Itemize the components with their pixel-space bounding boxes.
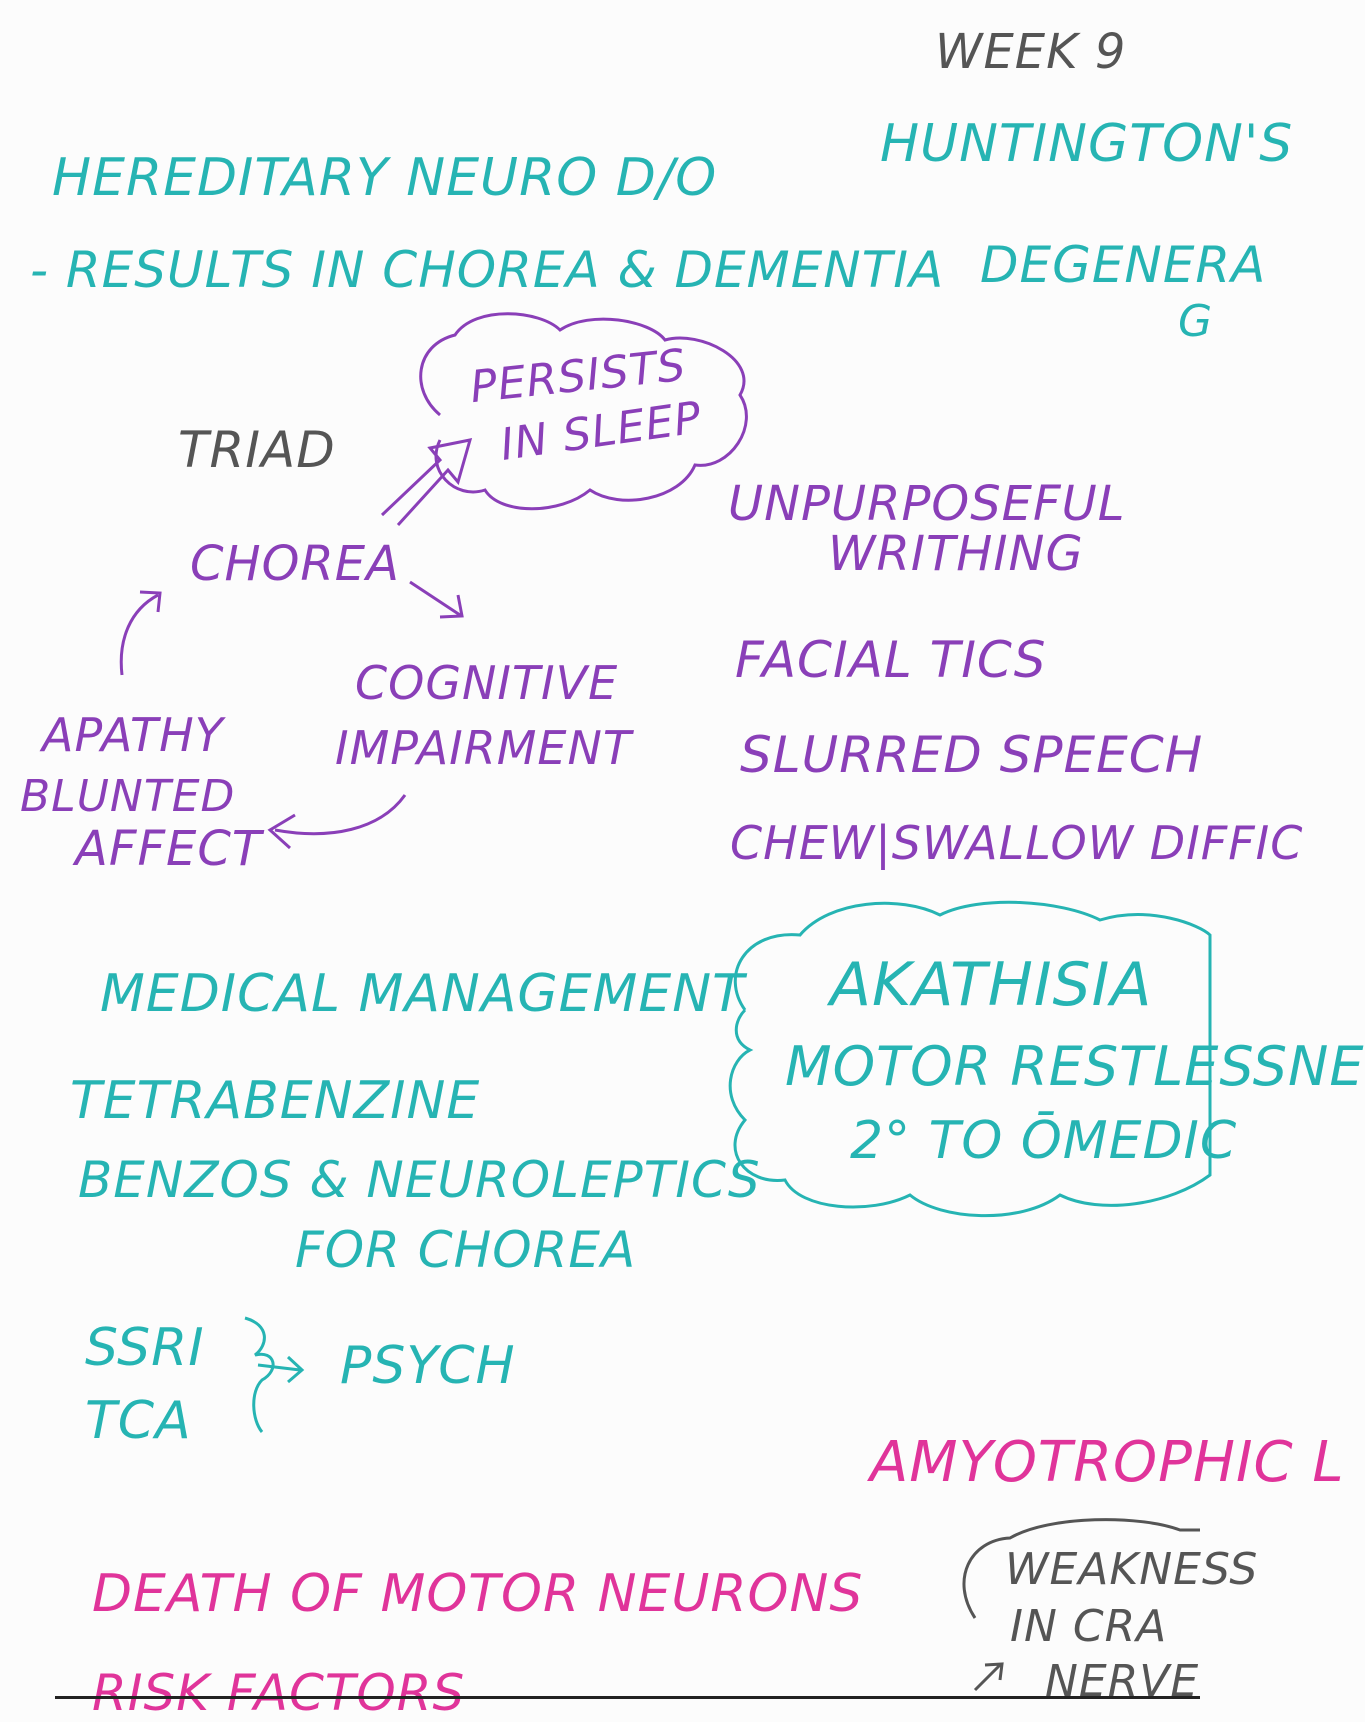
triad-chorea: CHOREA [190, 536, 400, 592]
weakness-line-2: IN CRA [1010, 1601, 1168, 1652]
ssri-tca-arrow [244, 1316, 305, 1433]
intro-line-2: - RESULTS IN CHOREA & DEMENTIA [30, 241, 945, 299]
akathisia-line-1: MOTOR RESTLESSNE [785, 1035, 1365, 1098]
weakness-line-1: WEAKNESS [1005, 1544, 1259, 1595]
triad-affect: AFFECT [75, 821, 263, 877]
triad-apathy: APATHY [42, 708, 224, 762]
akathisia-cloud-shape [728, 900, 1212, 1218]
drug-for-chorea: FOR CHOREA [295, 1221, 637, 1279]
als-death: DEATH OF MOTOR NEURONS [92, 1564, 864, 1624]
chorea-to-cloud-arrow [380, 438, 473, 527]
symptom-chew-swallow: CHEW|SWALLOW DIFFIC [730, 816, 1304, 870]
week-label: WEEK 9 [935, 24, 1127, 80]
bottom-rule [55, 1696, 1200, 1699]
notes-page: WEEK 9 HUNTINGTON'S HEREDITARY NEURO D/O… [20, 24, 1364, 1718]
g-fragment: G [1178, 296, 1214, 347]
topic-title: HUNTINGTON'S [880, 114, 1294, 174]
triad-impairment: IMPAIRMENT [335, 721, 632, 775]
sketch-overlay [119, 312, 1212, 1692]
degenera-fragment: DEGENERA [980, 236, 1267, 294]
symptom-unpurposeful: UNPURPOSEFUL [728, 476, 1126, 532]
symptom-writhing: WRITHING [828, 526, 1084, 582]
drug-tca: TCA [85, 1391, 192, 1451]
drug-ssri: SSRI [85, 1318, 205, 1378]
drug-psych: PSYCH [340, 1336, 516, 1396]
als-risk-factors: RISK FACTORS [92, 1664, 466, 1722]
symptom-slurred-speech: SLURRED SPEECH [740, 726, 1204, 784]
intro-line-1: HEREDITARY NEURO D/O [52, 148, 718, 208]
triad-cognitive: COGNITIVE [355, 656, 619, 710]
triad-label: TRIAD [178, 421, 336, 479]
weakness-cloud-shape [962, 1518, 1200, 1619]
triad-blunted: BLUNTED [20, 771, 236, 822]
apathy-to-chorea-arrow [119, 590, 162, 676]
als-title: AMYOTROPHIC L [870, 1430, 1345, 1495]
drug-benzos: BENZOS & NEUROLEPTICS [78, 1151, 761, 1209]
persists-cloud-shape [419, 312, 748, 511]
symptom-facial-tics: FACIAL TICS [735, 631, 1047, 689]
chorea-to-cognitive-arrow [409, 580, 464, 619]
drug-tetrabenzine: TETRABENZINE [70, 1071, 481, 1131]
cognitive-to-affect-arrow [267, 794, 407, 850]
akathisia-line-2: 2° TO ŌMEDIC [850, 1111, 1238, 1171]
management-title: MEDICAL MANAGEMENT [100, 964, 745, 1024]
akathisia-title: AKATHISIA [830, 950, 1153, 1020]
weakness-arrow [973, 1662, 1004, 1692]
